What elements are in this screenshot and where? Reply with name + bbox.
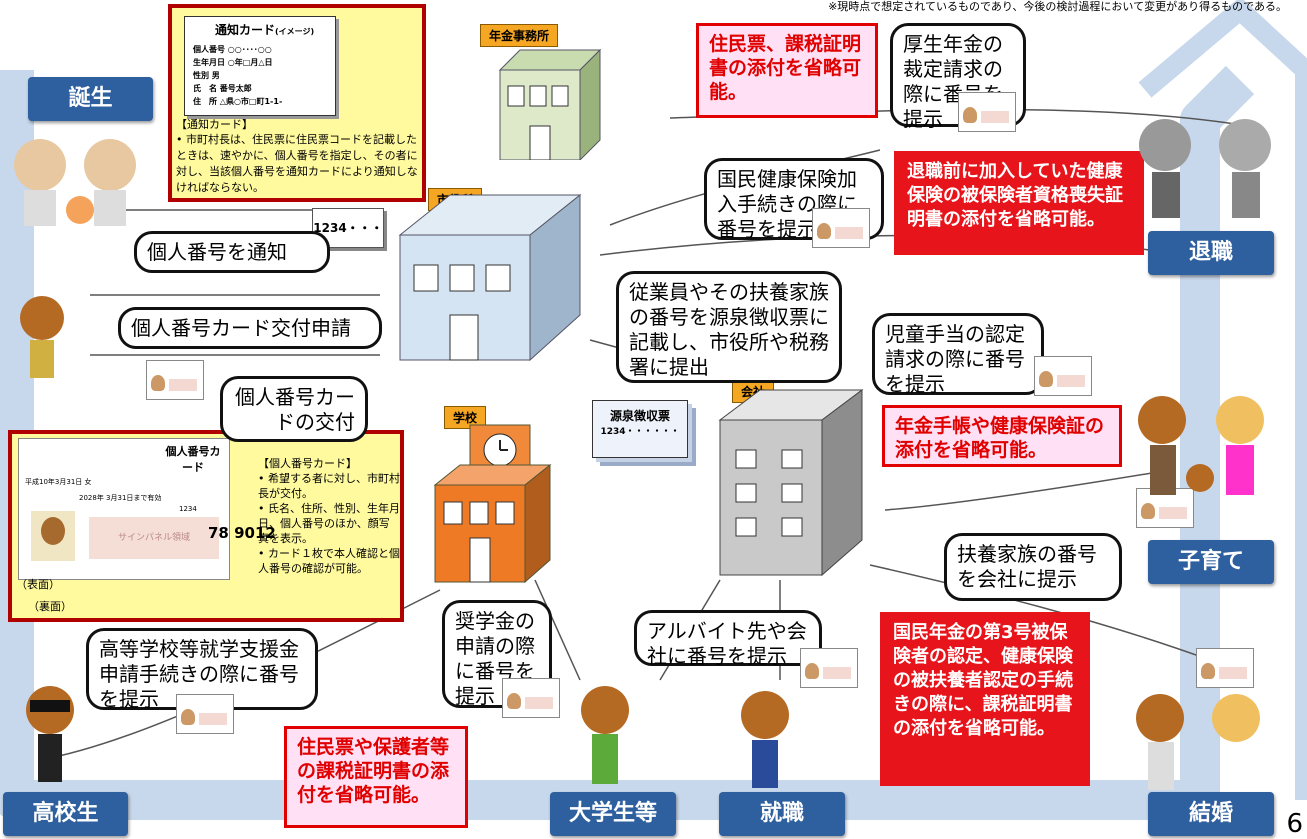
- couple-marriage-icon: [1136, 694, 1260, 790]
- card-sign-panel: サインパネル領域: [89, 517, 219, 559]
- notice-card-image: 通知カード(イメージ) 個人番号 ○○････○○ 生年月日 ○年□月△日 性別…: [184, 16, 336, 116]
- benefit-marriage-docs: 国民年金の第3号被保険者の認定、健康保険の被扶養者認定の手続きの際に、課税証明書…: [880, 612, 1090, 786]
- notice-card-title: 通知カード: [215, 23, 276, 37]
- parents-birth-icon: [14, 139, 136, 226]
- school-tag: 学校: [444, 406, 487, 429]
- mynumber-card-heading: 【個人番号カード】: [258, 457, 357, 470]
- employee-icon: [741, 691, 789, 788]
- mynumber-card-panel: 個人番号カード 平成10年3月31日 女 2028年 3月31日まで有効 123…: [8, 430, 404, 622]
- notice-card-bullet: • 市町村長は、住民票に住民票コードを記載したときは、速やかに、個人番号を指定し…: [176, 133, 418, 194]
- stage-retirement: 退職: [1148, 231, 1274, 275]
- card-front-image: 個人番号カード 平成10年3月31日 女 2028年 3月31日まで有効 123…: [18, 438, 230, 580]
- card-front-photo: [31, 511, 75, 561]
- card-front-title: 個人番号カード: [165, 445, 221, 474]
- bubble-hs-support: 高等学校等就学支援金申請手続きの際に番号を提示: [86, 628, 318, 711]
- stage-marriage: 結婚: [1148, 792, 1274, 836]
- bubble-scholarship: 奨学金の申請の際に番号を提示: [442, 600, 552, 708]
- mini-card-icon: [502, 678, 560, 718]
- mini-card-icon: [1034, 356, 1092, 396]
- child-icon: [20, 296, 64, 378]
- withholding-number: 1234・・・・・・: [600, 427, 680, 437]
- mini-card-icon: [958, 92, 1016, 132]
- mini-card-icon: [812, 208, 870, 248]
- benefit-child-docs: 年金手帳や健康保険証の添付を省略可能。: [882, 405, 1122, 467]
- bubble-part-time: アルバイト先や会社に番号を提示: [634, 610, 822, 668]
- mynumber-bullet: • 希望する者に対し、市町村長が交付。: [258, 472, 400, 500]
- notice-field: 氏 名 番号太郎: [193, 84, 252, 93]
- stage-child-rearing: 子育て: [1148, 540, 1274, 584]
- bubble-dependents: 扶養家族の番号を会社に提示: [944, 533, 1122, 601]
- page-number: 6: [1286, 809, 1303, 839]
- card-front-expiry: 2028年 3月31日まで有効: [79, 494, 162, 502]
- notice-field: 生年月日 ○年□月△日: [193, 58, 273, 67]
- notice-field: 性別 男: [193, 71, 220, 80]
- notice-field: 住 所 △県○市□町1-1-: [193, 97, 283, 106]
- notice-card-panel: 通知カード(イメージ) 個人番号 ○○････○○ 生年月日 ○年□月△日 性別…: [168, 4, 426, 202]
- card-front-code: 1234: [179, 505, 197, 513]
- mini-card-icon: [176, 694, 234, 734]
- bubble-national-health: 国民健康保険加入手続きの際に番号を提示: [704, 158, 884, 241]
- elderly-couple-icon: [1139, 119, 1271, 218]
- benefit-pension-docs: 住民票、課税証明書の添付を省略可能。: [696, 23, 878, 118]
- benefit-retirement-insurance: 退職前に加入していた健康保険の被保険者資格喪失証明書の添付を省略可能。: [894, 151, 1144, 255]
- mynumber-bullet: • カード１枚で本人確認と個人番号の確認が可能。: [258, 547, 400, 575]
- high-school-student-icon: [26, 686, 74, 782]
- stage-employment: 就職: [719, 792, 845, 836]
- bubble-card-issue: 個人番号カードの交付: [220, 376, 368, 442]
- back-label: （裏面）: [28, 600, 72, 613]
- mynumber-card-text: 【個人番号カード】 • 希望する者に対し、市町村長が交付。 • 氏名、住所、性別…: [258, 456, 400, 576]
- top-note: ※現時点で想定されているものであり、今後の検討過程において変更があり得るものであ…: [828, 0, 1287, 13]
- bubble-card-apply: 個人番号カード交付申請: [118, 307, 382, 349]
- family-child-icon: [1138, 396, 1264, 495]
- stage-high-school: 高校生: [3, 792, 128, 836]
- stage-birth: 誕生: [28, 77, 153, 121]
- withholding-slip: 源泉徴収票 1234・・・・・・: [592, 400, 688, 458]
- university-student-icon: [581, 686, 629, 784]
- card-back-number: 78 9012: [208, 524, 276, 542]
- notice-card-title-suffix: (イメージ): [275, 27, 315, 36]
- benefit-hs-docs: 住民票や保護者等の課税証明書の添付を省略可能。: [284, 726, 468, 828]
- bubble-child-allowance: 児童手当の認定請求の際に番号を提示: [872, 313, 1044, 396]
- mini-card-icon: [146, 360, 204, 400]
- company-building: [718, 389, 864, 577]
- withholding-title: 源泉徴収票: [609, 409, 670, 423]
- mynumber-bullet: • 氏名、住所、性別、生年月日、個人番号のほか、顔写真を表示。: [258, 502, 400, 545]
- mini-card-icon: [800, 648, 858, 688]
- card-front-birth: 平成10年3月31日 女: [25, 478, 92, 486]
- front-label: （表面）: [16, 578, 60, 591]
- notice-card-heading: 【通知カード】: [176, 118, 253, 131]
- city-hall-building: [398, 193, 582, 362]
- bubble-employees: 従業員やその扶養家族の番号を源泉徴収票に記載し、市役所や税務署に提出: [616, 271, 842, 383]
- bubble-notify: 個人番号を通知: [134, 231, 330, 273]
- notice-card-fields: 個人番号 ○○････○○ 生年月日 ○年□月△日 性別 男 氏 名 番号太郎 …: [193, 43, 282, 108]
- pension-office-tag: 年金事務所: [480, 24, 559, 47]
- mini-card-icon: [1196, 648, 1254, 688]
- notice-field: 個人番号 ○○････○○: [193, 45, 272, 54]
- pension-office-building: [498, 48, 602, 160]
- school-building: [433, 424, 552, 584]
- stage-university: 大学生等: [550, 792, 676, 836]
